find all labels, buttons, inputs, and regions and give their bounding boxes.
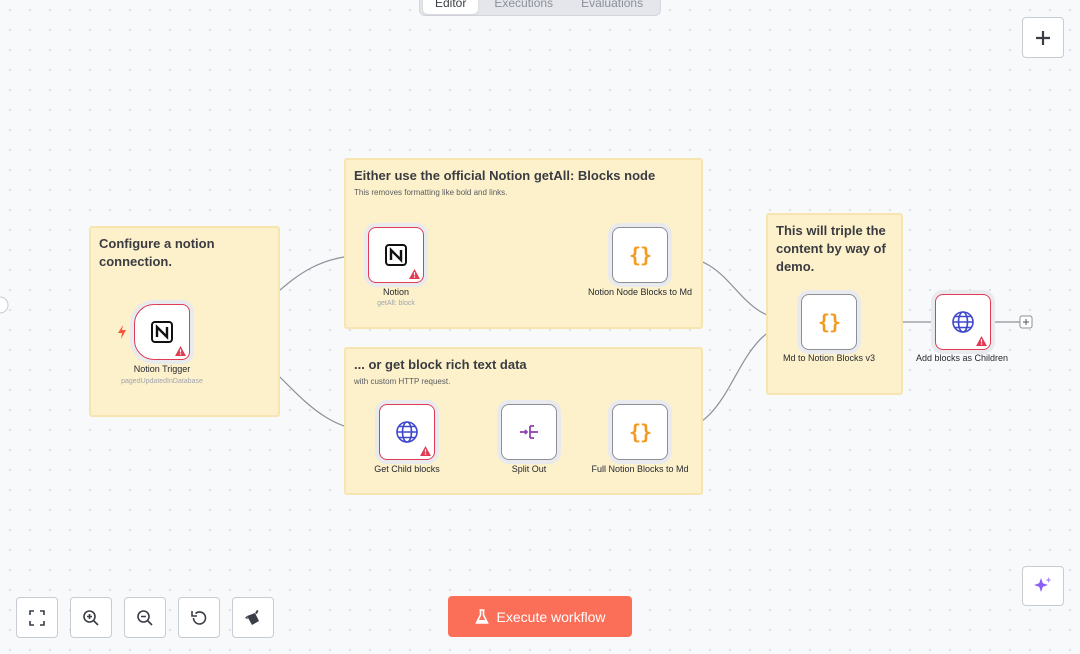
node-label: Split Out <box>511 464 547 474</box>
zoom-out-icon <box>137 609 153 626</box>
code-icon: {} <box>628 243 652 267</box>
sticky-title: Either use the official Notion getAll: B… <box>354 168 656 183</box>
flask-icon <box>474 608 489 624</box>
code-icon: {} <box>817 310 841 334</box>
node-add-blocks-as-children[interactable] <box>935 294 991 350</box>
add-node-button[interactable] <box>1022 17 1064 58</box>
reset-zoom-button[interactable] <box>178 597 220 638</box>
node-label: Md to Notion Blocks v3 <box>782 353 876 363</box>
node-label: Notion <box>382 287 409 297</box>
zoom-in-button[interactable] <box>70 597 112 638</box>
zoom-out-button[interactable] <box>124 597 166 638</box>
node-notion[interactable] <box>368 227 424 283</box>
trigger-bolt-icon <box>118 325 126 339</box>
tab-evaluations[interactable]: Evaluations <box>581 0 644 10</box>
tidy-up-button[interactable] <box>232 597 274 638</box>
node-sublabel: pagedUpdatedInDatabase <box>121 378 203 385</box>
plus-icon <box>1036 30 1050 45</box>
reset-zoom-icon <box>191 610 207 625</box>
notion-icon <box>151 321 173 343</box>
node-label: Notion Trigger <box>133 364 191 374</box>
sticky-title: This will triple the content by way of d… <box>776 223 886 274</box>
warning-icon <box>175 346 186 356</box>
warning-icon <box>420 446 431 456</box>
warning-icon <box>976 336 987 346</box>
execute-workflow-button[interactable]: Execute workflow <box>448 596 632 637</box>
sparkles-icon <box>1034 577 1052 592</box>
node-full-notion-blocks-to-md[interactable]: {} <box>612 404 668 460</box>
node-notion-trigger[interactable] <box>134 304 190 360</box>
sticky-subtitle: with custom HTTP request. <box>354 377 451 386</box>
tidy-up-icon <box>245 609 259 625</box>
zoom-in-icon <box>83 609 99 626</box>
view-tabs: Editor Executions Evaluations <box>419 0 661 16</box>
fit-view-button[interactable] <box>16 597 58 638</box>
node-sublabel: getAll: block <box>377 300 415 307</box>
node-split-out[interactable] <box>501 404 557 460</box>
sticky-title: Configure a notion connection. <box>99 236 215 269</box>
warning-icon <box>409 269 420 279</box>
node-label: Add blocks as Children <box>915 353 1009 363</box>
sticky-title: ... or get block rich text data <box>354 357 527 372</box>
code-icon: {} <box>628 420 652 444</box>
tab-executions[interactable]: Executions <box>494 0 554 10</box>
node-notion-node-blocks-to-md[interactable]: {} <box>612 227 668 283</box>
fit-view-icon <box>29 609 45 626</box>
sticky-subtitle: This removes formatting like bold and li… <box>354 188 508 197</box>
ai-assistant-button[interactable] <box>1022 566 1064 606</box>
node-label: Notion Node Blocks to Md <box>587 287 693 297</box>
globe-icon <box>952 311 974 333</box>
globe-icon <box>396 421 418 443</box>
tab-editor[interactable]: Editor <box>423 0 479 14</box>
node-md-to-notion-blocks[interactable]: {} <box>801 294 857 350</box>
add-node-endpoint <box>1019 315 1033 329</box>
node-label: Get Child blocks <box>374 464 440 474</box>
execute-workflow-label: Execute workflow <box>496 608 606 625</box>
split-out-icon <box>520 425 538 439</box>
node-get-child-blocks[interactable] <box>379 404 435 460</box>
node-label: Full Notion Blocks to Md <box>591 464 689 474</box>
notion-icon <box>385 244 407 266</box>
